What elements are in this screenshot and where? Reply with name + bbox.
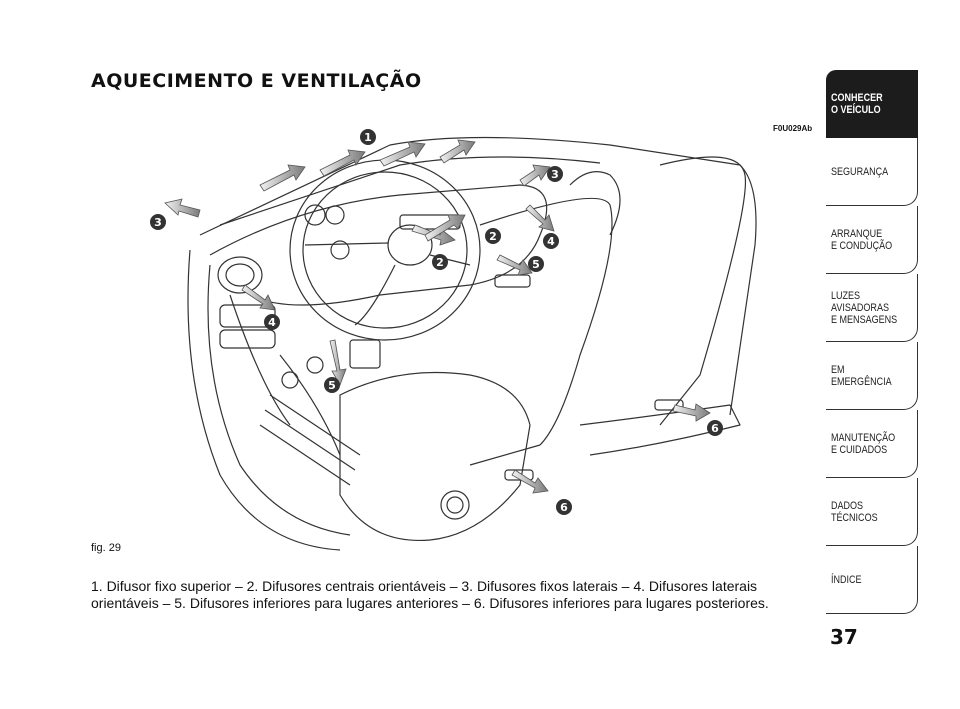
svg-text:2: 2 bbox=[436, 256, 444, 269]
svg-text:6: 6 bbox=[560, 501, 568, 514]
callout-4-right: 4 bbox=[543, 233, 559, 249]
svg-text:6: 6 bbox=[711, 422, 719, 435]
tab-seguranca[interactable]: SEGURANÇA bbox=[826, 138, 918, 206]
svg-text:1: 1 bbox=[364, 131, 372, 144]
svg-text:5: 5 bbox=[532, 258, 540, 271]
tab-arranque-e-conducao[interactable]: ARRANQUE E CONDUÇÃO bbox=[826, 206, 918, 274]
callout-3-left: 3 bbox=[150, 214, 166, 230]
callout-2-center: 2 bbox=[432, 254, 448, 270]
callout-4-left: 4 bbox=[264, 314, 280, 330]
airflow-arrows bbox=[164, 139, 711, 494]
figure-caption: 1. Difusor fixo superior – 2. Difusores … bbox=[91, 578, 769, 611]
callout-1: 1 bbox=[360, 129, 376, 145]
tab-dados-tecnicos[interactable]: DADOS TÉCNICOS bbox=[826, 478, 918, 546]
callout-6-front: 6 bbox=[556, 499, 572, 515]
section-title: AQUECIMENTO E VENTILAÇÃO bbox=[91, 70, 422, 92]
callout-2-right: 2 bbox=[485, 228, 501, 244]
chapter-tabs: CONHECER O VEÍCULO SEGURANÇA ARRANQUE E … bbox=[826, 70, 918, 614]
svg-text:3: 3 bbox=[154, 216, 162, 229]
callout-5-right: 5 bbox=[528, 256, 544, 272]
svg-text:5: 5 bbox=[328, 379, 336, 392]
tab-em-emergencia[interactable]: EM EMERGÊNCIA bbox=[826, 342, 918, 410]
svg-text:4: 4 bbox=[547, 235, 555, 248]
page-number: 37 bbox=[830, 625, 858, 649]
tab-conhecer-o-veiculo[interactable]: CONHECER O VEÍCULO bbox=[826, 70, 918, 138]
svg-text:4: 4 bbox=[268, 316, 276, 329]
callout-3-right: 3 bbox=[547, 166, 563, 182]
callout-6-rear: 6 bbox=[707, 420, 723, 436]
svg-text:2: 2 bbox=[489, 230, 497, 243]
svg-text:3: 3 bbox=[551, 168, 559, 181]
tab-luzes-avisadoras[interactable]: LUZES AVISADORAS E MENSAGENS bbox=[826, 274, 918, 342]
tab-indice[interactable]: ÍNDICE bbox=[826, 546, 918, 614]
callout-5-left: 5 bbox=[324, 377, 340, 393]
figure-label: fig. 29 bbox=[91, 542, 121, 554]
figure-code: F0U029Ab bbox=[773, 124, 813, 133]
car-interior-illustration: 1 2 2 3 3 4 4 5 5 6 6 bbox=[150, 129, 757, 551]
tab-manutencao-e-cuidados[interactable]: MANUTENÇÃO E CUIDADOS bbox=[826, 410, 918, 478]
